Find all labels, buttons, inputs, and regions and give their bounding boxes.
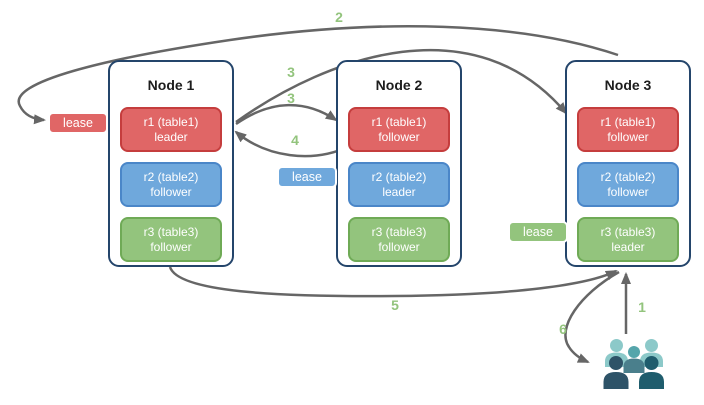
replica-role: follower (150, 184, 192, 199)
node-1-box: Node 1 r1 (table1) leader r2 (table2) fo… (108, 60, 234, 267)
replica-name: r2 (table2) (371, 169, 427, 184)
replica-role: follower (607, 129, 649, 144)
replica-name: r1 (table1) (143, 114, 199, 129)
replica-name: r2 (table2) (600, 169, 656, 184)
arrow-step-3-to-node2 (235, 103, 338, 126)
node3-replica-r3: r3 (table3) leader (577, 217, 679, 262)
replica-name: r2 (table2) (143, 169, 199, 184)
node2-replica-r2: r2 (table2) leader (348, 162, 450, 207)
replica-name: r3 (table3) (143, 224, 199, 239)
step-label-2: 2 (335, 9, 343, 25)
arrow-step-5 (168, 266, 618, 298)
replica-role: follower (378, 129, 420, 144)
replica-name: r3 (table3) (371, 224, 427, 239)
node3-replica-r1: r1 (table1) follower (577, 107, 679, 152)
replica-name: r1 (table1) (371, 114, 427, 129)
node-3-title: Node 3 (604, 77, 652, 93)
step-label-5: 5 (391, 297, 399, 313)
node3-replica-r2: r2 (table2) follower (577, 162, 679, 207)
node-1-title: Node 1 (147, 77, 195, 93)
lease-badge-red: lease (48, 112, 108, 134)
replica-role: leader (382, 184, 416, 199)
step-label-1: 1 (638, 299, 646, 315)
replica-name: r1 (table1) (600, 114, 656, 129)
step-label-4: 4 (291, 132, 299, 148)
replica-role: leader (611, 239, 645, 254)
node1-replica-r1: r1 (table1) leader (120, 107, 222, 152)
node-2-title: Node 2 (375, 77, 423, 93)
node2-replica-r1: r1 (table1) follower (348, 107, 450, 152)
replica-role: follower (607, 184, 649, 199)
node1-replica-r2: r2 (table2) follower (120, 162, 222, 207)
arrow-step-6 (564, 270, 620, 364)
users-group-icon (603, 339, 664, 389)
replica-name: r3 (table3) (600, 224, 656, 239)
replica-role: follower (378, 239, 420, 254)
replica-role: leader (154, 129, 188, 144)
lease-badge-green: lease (508, 221, 568, 243)
node1-replica-r3: r3 (table3) follower (120, 217, 222, 262)
replica-role: follower (150, 239, 192, 254)
node2-replica-r3: r3 (table3) follower (348, 217, 450, 262)
step-label-3b: 3 (287, 90, 295, 106)
step-label-3a: 3 (287, 64, 295, 80)
step-label-6: 6 (559, 321, 567, 337)
node-2-box: Node 2 r1 (table1) follower r2 (table2) … (336, 60, 462, 267)
node-3-box: Node 3 r1 (table1) follower r2 (table2) … (565, 60, 691, 267)
lease-badge-blue: lease (277, 166, 337, 188)
